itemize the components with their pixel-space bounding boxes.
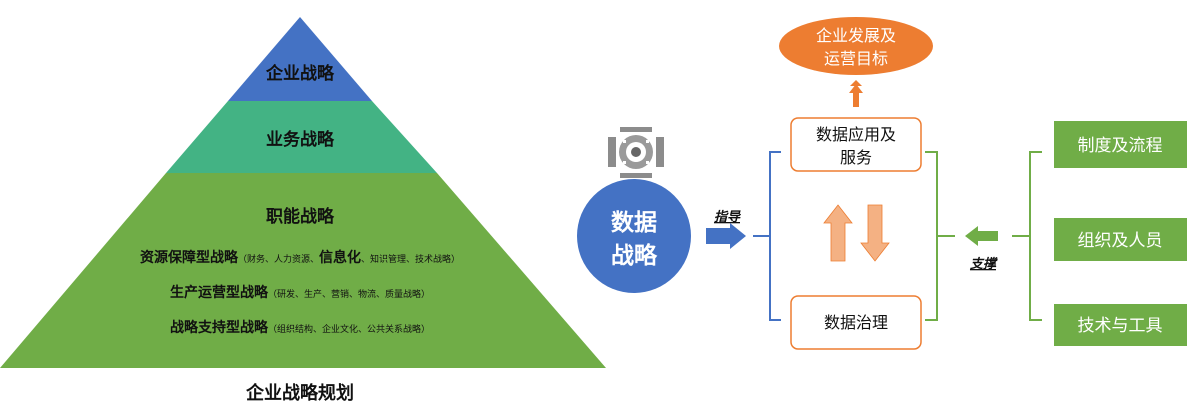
green-bracket-right <box>925 151 955 321</box>
data-governance-label: 数据治理 <box>824 313 888 332</box>
production-strategy-main: 生产运营型战略 <box>170 284 269 301</box>
resource-strategy-detail-a: （财务、人力资源、 <box>238 253 319 265</box>
data-application-box <box>790 117 922 172</box>
support-box-org <box>1054 218 1187 261</box>
corporate-strategy-label: 企业战略 <box>265 63 335 84</box>
pyramid-tier-corporate <box>228 17 372 101</box>
data-application-line2: 服务 <box>840 148 872 167</box>
guide-arrow-icon <box>706 223 746 249</box>
data-application-line1: 数据应用及 <box>816 125 896 144</box>
support-box-process <box>1054 121 1187 168</box>
support-strategy-detail: （组织结构、企业文化、公共关系战略） <box>268 323 430 335</box>
up-arrow-head <box>849 84 863 107</box>
support-label: 支撑 <box>970 256 998 272</box>
resource-strategy-line: 资源保障型战略（财务、人力资源、信息化、知识管理、技术战略） <box>140 249 460 266</box>
green-bracket-left <box>1012 151 1042 321</box>
support-box-process-label: 制度及流程 <box>1078 136 1163 156</box>
data-strategy-line2: 战略 <box>611 242 658 269</box>
pyramid-tier-business <box>166 101 437 173</box>
data-strategy-circle <box>577 179 691 293</box>
pyramid-caption: 企业战略规划 <box>245 382 354 404</box>
support-arrow-icon <box>965 226 998 246</box>
up-arrow-icon <box>850 80 862 86</box>
data-governance-box <box>790 295 922 350</box>
exchange-down-arrow-icon <box>860 204 890 262</box>
data-strategy-framework-icon <box>608 127 664 178</box>
functional-strategy-title: 职能战略 <box>266 206 335 227</box>
guide-label: 指导 <box>714 209 742 225</box>
pyramid-tier-functional <box>0 173 606 368</box>
support-strategy-line: 战略支持型战略（组织结构、企业文化、公共关系战略） <box>170 319 430 336</box>
production-strategy-detail: （研发、生产、营销、物流、质量战略） <box>268 288 430 300</box>
data-strategy-line1: 数据 <box>611 210 657 236</box>
support-box-tech-label: 技术与工具 <box>1078 316 1163 336</box>
blue-bracket <box>753 151 781 321</box>
production-strategy-line: 生产运营型战略（研发、生产、营销、物流、质量战略） <box>170 284 430 301</box>
support-box-org-label: 组织及人员 <box>1078 231 1163 251</box>
goal-oval-line1: 企业发展及 <box>816 26 896 45</box>
business-strategy-label: 业务战略 <box>266 129 335 150</box>
resource-strategy-main: 资源保障型战略 <box>140 249 239 266</box>
resource-strategy-detail-b: 、知识管理、技术战略） <box>361 253 460 265</box>
goal-oval <box>779 17 933 75</box>
support-box-tech <box>1054 304 1187 346</box>
resource-strategy-emphasis: 信息化 <box>319 249 361 266</box>
exchange-up-arrow-icon <box>823 204 853 262</box>
support-strategy-main: 战略支持型战略 <box>170 319 269 336</box>
goal-oval-line2: 运营目标 <box>824 49 888 68</box>
